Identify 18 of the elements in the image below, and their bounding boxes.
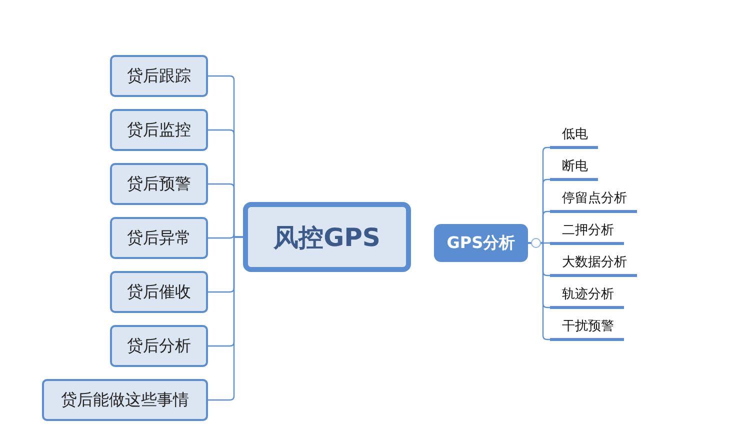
- connector: [208, 236, 243, 401]
- connector: [528, 242, 550, 340]
- topic-box: 贷后能做这些事情: [42, 379, 208, 421]
- underlined-subtopic: 低电: [550, 126, 598, 149]
- floating-topic-box: GPS分析: [434, 224, 528, 262]
- topic-box: 贷后跟踪: [110, 55, 208, 97]
- underlined-subtopic: 停留点分析: [550, 190, 637, 213]
- topic-box: 贷后异常: [110, 217, 208, 259]
- underlined-subtopic: 二押分析: [550, 222, 624, 245]
- topic-box: 贷后预警: [110, 163, 208, 205]
- topic-box: 贷后分析: [110, 325, 208, 367]
- underlined-subtopic: 断电: [550, 158, 598, 181]
- topic-box: 贷后监控: [110, 109, 208, 151]
- topic-box: 贷后催收: [110, 271, 208, 313]
- underlined-subtopic: 大数据分析: [550, 254, 637, 277]
- underlined-subtopic: 轨迹分析: [550, 286, 624, 309]
- underlined-subtopic: 干扰预警: [550, 318, 624, 341]
- central-topic-box: 风控GPS: [243, 202, 411, 272]
